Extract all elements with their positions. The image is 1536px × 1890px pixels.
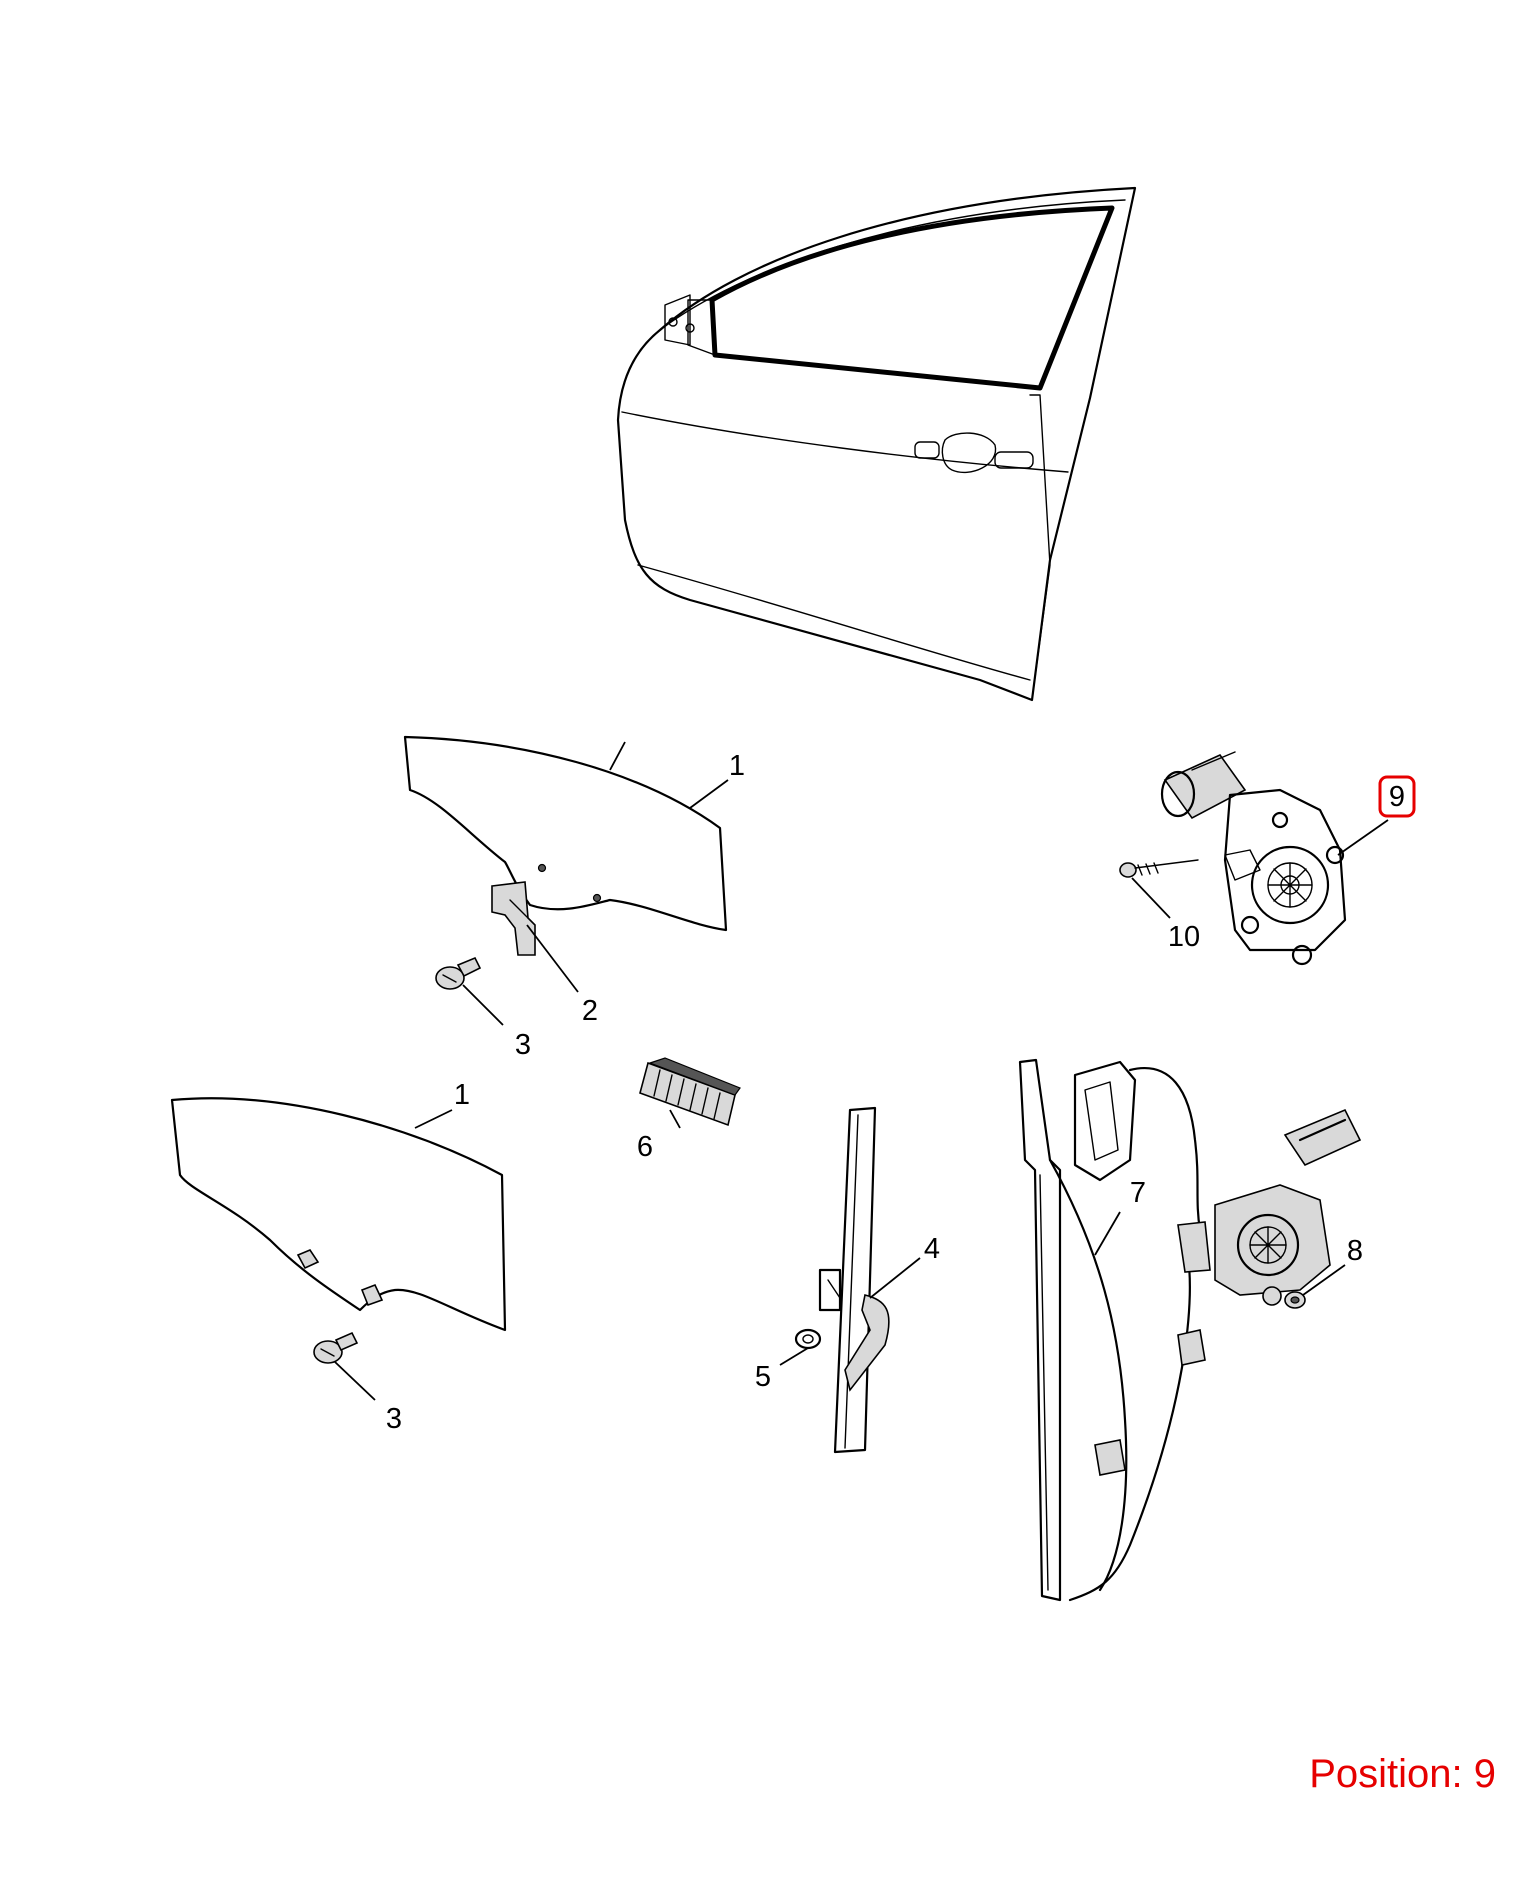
callout-9-highlight — [1378, 775, 1416, 818]
guide-insert — [639, 1057, 741, 1127]
door-glass-lower — [170, 1097, 507, 1332]
callout-1-upper: 1 — [729, 750, 745, 782]
window-motor — [1160, 751, 1347, 966]
callout-6: 6 — [637, 1131, 653, 1163]
callout-1-lower: 1 — [454, 1079, 470, 1111]
callout-2: 2 — [582, 995, 598, 1027]
callout-3-upper: 3 — [515, 1029, 531, 1061]
callout-8: 8 — [1347, 1235, 1363, 1267]
run-channel — [818, 1106, 890, 1454]
callouts: 1 1 2 3 3 4 5 6 7 8 9 10 — [386, 750, 1416, 1435]
glass-clip — [491, 881, 536, 956]
callout-10: 10 — [1168, 921, 1200, 953]
door-glass-upper — [403, 735, 728, 932]
bolt-lower — [313, 1331, 359, 1364]
callout-9: 9 — [1389, 781, 1405, 813]
callout-5: 5 — [755, 1361, 771, 1393]
position-label: Position: 9 — [1309, 1752, 1496, 1796]
callout-3-lower: 3 — [386, 1403, 402, 1435]
nut — [1284, 1291, 1306, 1309]
callout-7: 7 — [1130, 1177, 1146, 1209]
window-regulator — [1018, 1058, 1362, 1602]
leader-lines — [334, 741, 1389, 1401]
bolt-upper — [435, 956, 482, 990]
door-shell — [616, 186, 1137, 702]
screw — [1119, 859, 1199, 878]
callout-4: 4 — [924, 1233, 940, 1265]
washer — [794, 1328, 822, 1350]
